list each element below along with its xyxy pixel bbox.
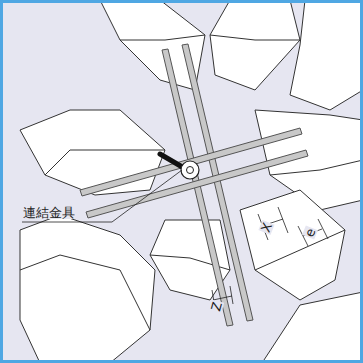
steel-rods <box>80 44 308 326</box>
connecting-fitting <box>160 154 199 179</box>
leader-line <box>22 170 182 222</box>
part-label: 連結金具 <box>22 206 76 219</box>
dimension-marks <box>212 207 328 308</box>
concrete-blocks <box>20 0 363 363</box>
